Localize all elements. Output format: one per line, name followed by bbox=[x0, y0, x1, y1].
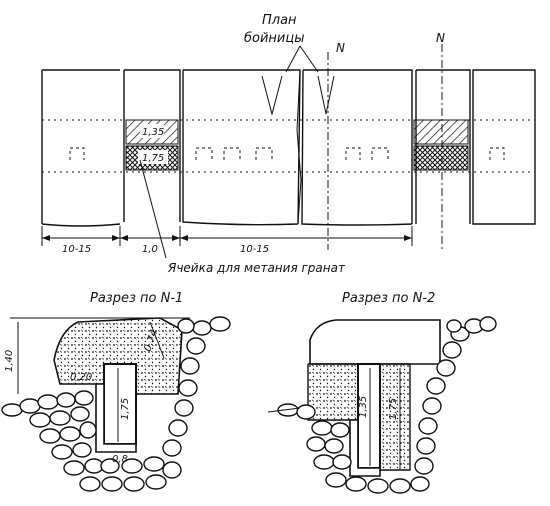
section1-slot bbox=[103, 363, 137, 445]
plan-title-line2: бойницы bbox=[244, 31, 304, 46]
section-mark-1: N bbox=[336, 41, 345, 55]
plan-wall-segment-2 bbox=[123, 69, 181, 222]
plan-crack bbox=[296, 69, 302, 225]
dim-left: 10-15 bbox=[62, 244, 91, 255]
section-mark-2: N bbox=[436, 31, 445, 45]
grenade-cell-hatched-right bbox=[413, 119, 469, 145]
section2-dim-inner: 1,35 bbox=[358, 396, 369, 418]
plan-dashed-notches bbox=[69, 147, 505, 160]
plan-wall-segment-3 bbox=[182, 69, 301, 226]
embrasure-v-right bbox=[317, 75, 335, 115]
grenade-cell-crosshatched-right bbox=[413, 145, 469, 171]
section1-stones bbox=[1, 316, 231, 492]
cell-caption: Ячейка для метания гранат bbox=[167, 261, 346, 275]
section2-title: Разрез по N-2 bbox=[342, 291, 435, 306]
leader-plan-title bbox=[285, 45, 319, 73]
plan-wall-segment-4 bbox=[301, 69, 413, 226]
section1-dim-height: 1,40 bbox=[4, 350, 15, 372]
cell-dim-bottom: 1,75 bbox=[142, 153, 164, 164]
section2-ground-left bbox=[267, 407, 301, 413]
section1-dim-depth: 1,75 bbox=[120, 398, 131, 420]
embrasure-v-left bbox=[261, 75, 283, 116]
section-2 bbox=[267, 316, 497, 494]
plan-view bbox=[41, 44, 536, 259]
leader-cell-caption bbox=[139, 159, 167, 259]
cell-dim-top: 1,35 bbox=[142, 127, 164, 138]
section2-mound bbox=[309, 319, 441, 365]
plan-wall-segment-6 bbox=[472, 69, 536, 225]
plan-wall-segment-1 bbox=[41, 69, 121, 227]
section1-dim-width: 0,8 bbox=[112, 454, 128, 465]
section1-title: Разрез по N-1 bbox=[90, 291, 183, 306]
dimension-ticks bbox=[41, 226, 413, 246]
dim-right: 10-15 bbox=[240, 244, 269, 255]
section1-dim-slot: 0,20 bbox=[70, 372, 92, 383]
section-1 bbox=[1, 316, 231, 492]
dim-middle: 1,0 bbox=[142, 244, 158, 255]
plan-title-line1: План bbox=[262, 13, 297, 28]
section2-dim-outer: 1,75 bbox=[388, 398, 399, 420]
